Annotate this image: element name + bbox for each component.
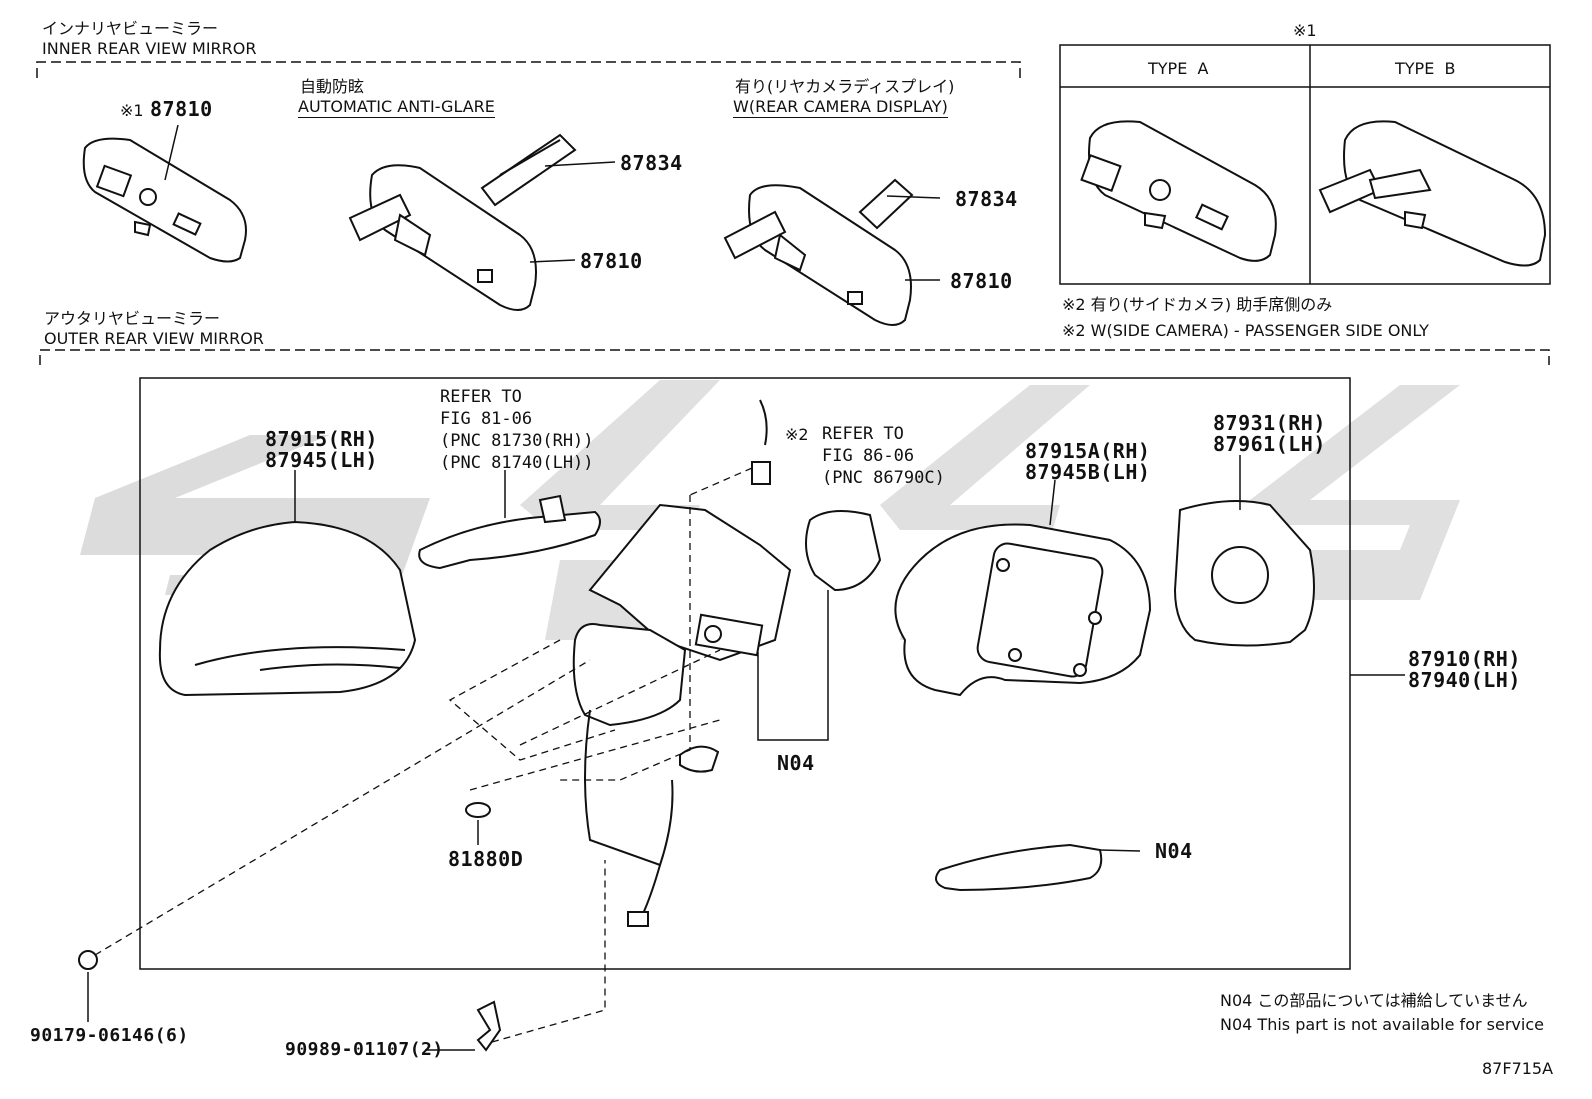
mirror-glass	[1173, 500, 1315, 647]
nut-icon	[78, 950, 98, 970]
rear-cam-label-en: W(REAR CAMERA DISPLAY)	[733, 97, 948, 118]
part-87810-auto-glare[interactable]: 87810	[580, 249, 643, 273]
part-cap-81880D[interactable]: 81880D	[448, 847, 524, 871]
type-table	[1059, 44, 1551, 285]
part-housing-lh[interactable]: 87945B(LH)	[1025, 460, 1151, 484]
std-note-mark: ※1	[120, 101, 144, 120]
part-glass-lh[interactable]: 87961(LH)	[1213, 432, 1326, 456]
refer2-line2: FIG 86-06	[822, 446, 915, 466]
inner-section-bracket	[36, 61, 1021, 78]
auto-glare-label-en: AUTOMATIC ANTI-GLARE	[298, 97, 495, 118]
refer1-line2: FIG 81-06	[440, 409, 533, 429]
part-assy-rh[interactable]: 87910(RH)	[1408, 647, 1521, 671]
mirror-cover	[158, 520, 417, 697]
part-assy-lh[interactable]: 87940(LH)	[1408, 668, 1521, 692]
refer1-line3: (PNC 81730(RH))	[440, 431, 594, 451]
part-n04-lamp[interactable]: N04	[1155, 839, 1193, 863]
type-a-mirror	[1080, 120, 1277, 262]
camera-module	[805, 510, 882, 592]
type-b-header: TYPE B	[1395, 59, 1456, 78]
inner-title-en: INNER REAR VIEW MIRROR	[42, 39, 257, 58]
part-87834-auto-glare[interactable]: 87834	[620, 151, 683, 175]
mirror-housing	[894, 523, 1152, 697]
refer2-line1: REFER TO	[822, 424, 904, 444]
inner-title-jp: インナリヤビューミラー	[42, 19, 219, 38]
part-glass-rh[interactable]: 87931(RH)	[1213, 411, 1326, 435]
cap-81880D	[465, 802, 491, 818]
type-b-mirror	[1318, 120, 1547, 267]
part-87834-rear-cam[interactable]: 87834	[955, 187, 1018, 211]
auto-glare-label-jp: 自動防眩	[300, 77, 365, 96]
outer-assembly-frame	[139, 377, 1351, 970]
outer-title-jp: アウタリヤビューミラー	[44, 309, 221, 328]
rear-cam-label-jp: 有り(リヤカメラディスプレイ)	[735, 77, 955, 96]
part-housing-rh[interactable]: 87915A(RH)	[1025, 439, 1151, 463]
figure-code: 87F715A	[1482, 1059, 1554, 1078]
note2-jp: ※2 有り(サイドカメラ) 助手席側のみ	[1062, 295, 1333, 314]
inner-mirror-standard	[82, 137, 247, 263]
outer-title-en: OUTER REAR VIEW MIRROR	[44, 329, 264, 348]
refer2-mark: ※2	[785, 425, 809, 444]
turn-signal-lamp-upper	[418, 510, 601, 570]
part-cover-lh[interactable]: 87945(LH)	[265, 448, 378, 472]
part-nut[interactable]: 90179-06146(6)	[30, 1025, 189, 1046]
outer-section-bracket	[39, 349, 1550, 365]
part-clip[interactable]: 90989-01107(2)	[285, 1039, 444, 1060]
inner-mirror-auto-glare	[348, 133, 577, 311]
footnote-jp: N04 この部品については補給していません	[1220, 991, 1528, 1010]
footnote-en: N04 This part is not available for servi…	[1220, 1015, 1544, 1034]
clip-icon	[476, 1000, 502, 1052]
part-87810-standard[interactable]: 87810	[150, 97, 213, 121]
refer1-line4: (PNC 81740(LH))	[440, 453, 594, 473]
refer2-line3: (PNC 86790C)	[822, 468, 945, 488]
refer1-line1: REFER TO	[440, 387, 522, 407]
type-table-note-mark: ※1	[1293, 21, 1317, 40]
part-cover-rh[interactable]: 87915(RH)	[265, 427, 378, 451]
part-n04-center[interactable]: N04	[777, 751, 815, 775]
inner-mirror-rear-camera	[723, 178, 914, 326]
note2-en: ※2 W(SIDE CAMERA) - PASSENGER SIDE ONLY	[1062, 321, 1429, 340]
turn-signal-lamp-lower	[935, 843, 1103, 892]
part-87810-rear-cam[interactable]: 87810	[950, 269, 1013, 293]
type-a-header: TYPE A	[1148, 59, 1209, 78]
